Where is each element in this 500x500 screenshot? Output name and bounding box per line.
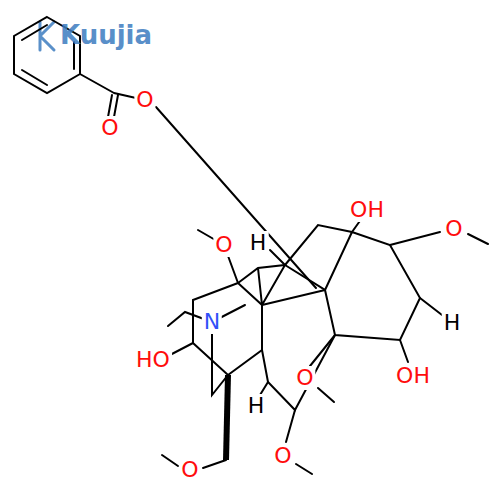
- watermark: Kuujia: [60, 20, 152, 50]
- bond-lines: [14, 17, 488, 474]
- atom-label: O: [99, 116, 120, 140]
- cage-bonds: [238, 265, 285, 305]
- amine-bonds: [168, 305, 245, 395]
- atom-label: N: [202, 310, 222, 334]
- atom-label: O: [134, 88, 155, 112]
- atom-label: O: [443, 217, 464, 241]
- ester-bonds: [80, 74, 136, 117]
- ester-link: [156, 107, 316, 288]
- hydroxyl-bond: [400, 340, 408, 362]
- ring-b: [262, 290, 335, 410]
- logo-mark: [40, 22, 54, 50]
- atom-label: OH: [394, 364, 432, 388]
- methoxy-bond: [198, 230, 238, 283]
- ring-a: [193, 283, 262, 375]
- h-bond: [420, 298, 442, 315]
- atom-label: H: [248, 231, 269, 255]
- atom-label: H: [442, 311, 463, 335]
- wedge-bond: [223, 375, 231, 460]
- atom-label: HO: [134, 348, 172, 372]
- atom-label: O: [294, 366, 315, 390]
- atom-label: OH: [348, 198, 386, 222]
- h-bond: [270, 250, 285, 265]
- atom-label: O: [179, 458, 200, 482]
- atom-label: H: [246, 394, 267, 418]
- atom-label: O: [213, 233, 234, 257]
- methoxy-bond: [390, 232, 488, 245]
- atom-label: O: [272, 444, 293, 468]
